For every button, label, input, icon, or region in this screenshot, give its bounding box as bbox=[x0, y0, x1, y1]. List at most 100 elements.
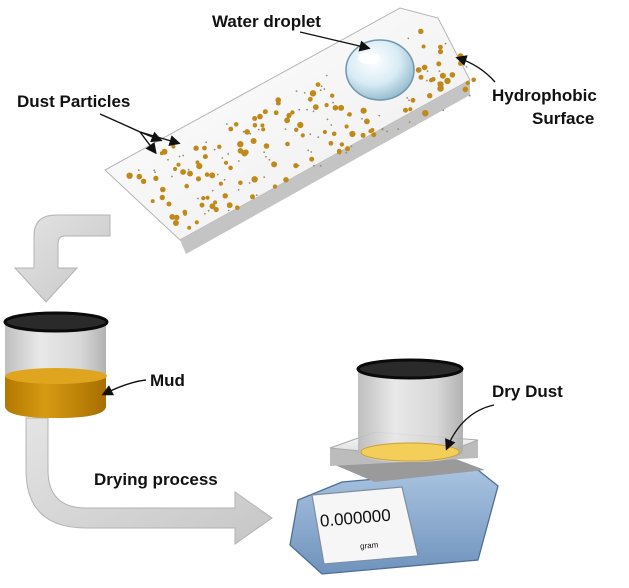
dust-particle bbox=[371, 132, 377, 138]
dust-particle bbox=[195, 160, 200, 165]
dust-particle bbox=[242, 130, 245, 133]
dust-particle bbox=[223, 160, 229, 165]
dust-particle bbox=[223, 178, 226, 181]
dust-particle bbox=[307, 96, 313, 102]
dust-particle bbox=[462, 86, 469, 93]
dust-particle bbox=[397, 128, 400, 131]
dust-particle bbox=[187, 168, 190, 171]
dry-beaker-glass bbox=[358, 370, 463, 462]
dust-particle bbox=[442, 109, 445, 112]
dust-particle bbox=[325, 74, 328, 77]
dust-particle bbox=[252, 123, 258, 128]
dust-particle bbox=[217, 144, 222, 149]
dust-particle bbox=[339, 142, 345, 147]
dust-particle bbox=[136, 173, 143, 180]
dust-particle bbox=[227, 153, 230, 155]
dust-particle bbox=[422, 110, 429, 117]
label-mud: Mud bbox=[150, 371, 185, 390]
dust-particle bbox=[205, 195, 210, 200]
slab-bottom-edge bbox=[180, 80, 470, 254]
dust-particle bbox=[202, 145, 207, 151]
dust-particle bbox=[344, 124, 349, 129]
dust-particle bbox=[172, 220, 179, 226]
dust-particle bbox=[360, 107, 367, 114]
dust-particle bbox=[195, 176, 202, 182]
dust-particle bbox=[427, 93, 433, 99]
dust-particle bbox=[330, 93, 335, 98]
dust-particle bbox=[324, 103, 329, 108]
dust-particle bbox=[250, 194, 255, 200]
dust-particle bbox=[313, 164, 315, 167]
dust-particle bbox=[403, 107, 408, 113]
dust-particle bbox=[237, 141, 244, 148]
dust-particle bbox=[309, 133, 312, 136]
dust-particle bbox=[213, 206, 219, 213]
dust-particle bbox=[306, 108, 308, 111]
dust-particle bbox=[182, 154, 185, 157]
dust-particle bbox=[255, 194, 258, 197]
dust-particle bbox=[273, 110, 279, 116]
dust-particle bbox=[337, 150, 342, 155]
dust-particle bbox=[323, 88, 326, 90]
dust-particle bbox=[169, 214, 176, 220]
dust-particle bbox=[160, 186, 166, 193]
dust-particle bbox=[298, 108, 301, 111]
dust-particle bbox=[154, 171, 157, 174]
dust-particle bbox=[228, 126, 234, 132]
dust-particle bbox=[238, 180, 243, 186]
dust-particle bbox=[237, 160, 240, 162]
dust-particle bbox=[159, 194, 165, 201]
dust-particle bbox=[364, 118, 370, 125]
dust-particle bbox=[429, 78, 434, 83]
dust-particle bbox=[263, 151, 265, 154]
pointer-dust-2 bbox=[139, 131, 157, 155]
dust-particle bbox=[418, 74, 424, 80]
dust-particle bbox=[286, 112, 292, 119]
dust-particle bbox=[176, 162, 181, 167]
dust-particle bbox=[381, 128, 384, 131]
dust-particle bbox=[196, 163, 203, 170]
dust-particle bbox=[140, 178, 147, 184]
dust-particle bbox=[153, 175, 159, 181]
beaker-icon-dry bbox=[356, 358, 464, 462]
pointer-dry-dust bbox=[445, 404, 495, 451]
dust-particle bbox=[171, 175, 173, 178]
dust-particle bbox=[332, 105, 339, 111]
pointer-dust-3 bbox=[139, 131, 163, 143]
dust-particle bbox=[368, 129, 373, 134]
dust-particle bbox=[436, 61, 442, 67]
dust-particle bbox=[465, 66, 468, 68]
mud-fill bbox=[5, 376, 106, 418]
dust-particle bbox=[458, 61, 463, 66]
arrow-drying-process bbox=[25, 417, 273, 545]
dust-particle bbox=[250, 138, 257, 144]
dust-particle bbox=[326, 118, 329, 121]
dust-particle bbox=[201, 196, 206, 201]
dust-particle bbox=[426, 70, 429, 72]
dust-particle bbox=[204, 172, 210, 177]
dust-particle bbox=[249, 132, 252, 135]
dust-particle bbox=[284, 117, 290, 124]
dust-particle bbox=[345, 146, 350, 152]
dust-particle bbox=[237, 148, 244, 154]
dust-particle bbox=[317, 136, 320, 139]
dust-particle bbox=[360, 132, 366, 138]
dust-particle bbox=[295, 90, 298, 92]
dust-particle bbox=[153, 169, 156, 172]
dust-particle bbox=[244, 129, 250, 135]
dust-particle bbox=[209, 172, 216, 179]
dust-particle bbox=[471, 77, 477, 83]
arrow-slab-to-beaker bbox=[13, 214, 111, 303]
dust-particle bbox=[315, 82, 321, 87]
dust-particle bbox=[221, 157, 224, 159]
dust-particle bbox=[386, 130, 388, 133]
dry-beaker-rim bbox=[356, 358, 464, 380]
dust-particle bbox=[263, 176, 266, 179]
dust-particle bbox=[310, 151, 313, 153]
dust-particle bbox=[319, 89, 322, 92]
dust-particle bbox=[137, 169, 140, 172]
dust-particle bbox=[303, 92, 306, 94]
dust-particle bbox=[330, 124, 333, 126]
dust-particle bbox=[193, 145, 199, 151]
dust-particle bbox=[406, 97, 409, 99]
